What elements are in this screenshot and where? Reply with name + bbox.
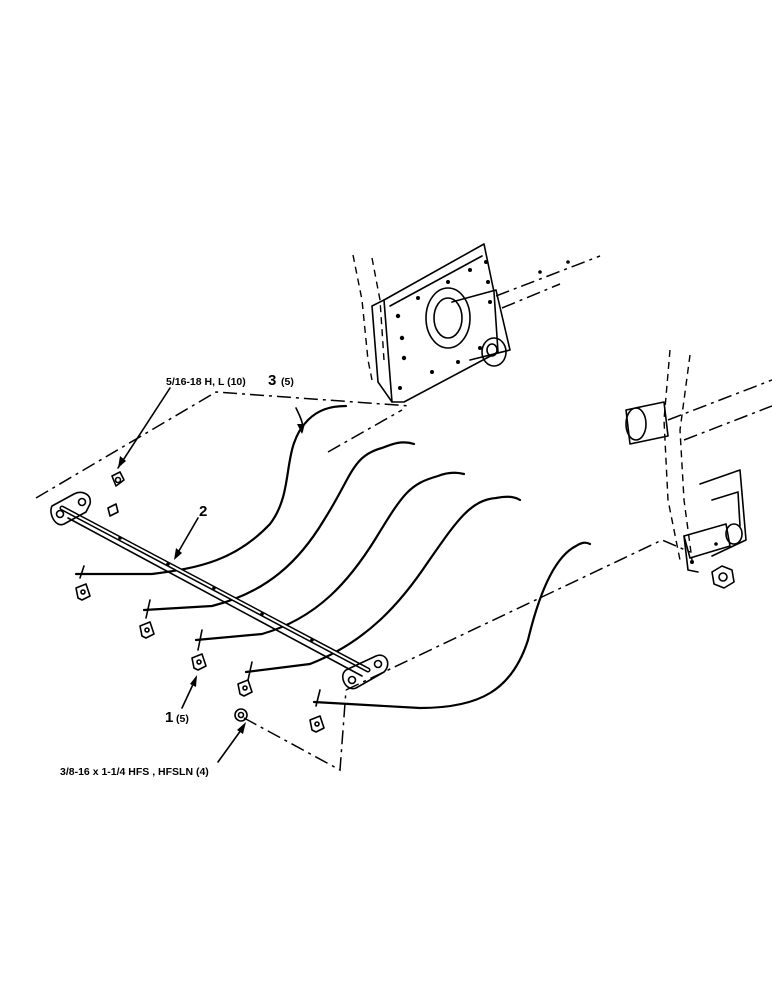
label-bolt-top: 5/16-18 H, L (10)	[166, 376, 246, 388]
tine-1	[74, 404, 348, 576]
clip-4	[237, 679, 253, 697]
tine-3	[194, 471, 466, 642]
label-part-1-qty: (5)	[176, 713, 189, 725]
right-frame-assembly	[625, 349, 772, 573]
bottom-bolt	[234, 708, 248, 722]
clips	[75, 583, 325, 733]
label-bolt-bottom: 3/8-16 x 1-1/4 HFS , HFSLN (4)	[60, 766, 209, 778]
label-part-1-number: 1	[165, 709, 173, 726]
tine-2	[142, 441, 416, 612]
upper-frame-assembly	[352, 243, 601, 403]
tine-4	[244, 495, 522, 674]
tines	[74, 404, 592, 710]
clip-5	[309, 715, 325, 733]
tine-bar	[50, 471, 389, 690]
clip-1	[75, 583, 91, 601]
label-part-3-qty: (5)	[281, 376, 294, 388]
label-part-3-number: 3	[268, 372, 276, 389]
clip-2	[139, 621, 155, 639]
leader-arrows	[117, 387, 305, 763]
right-locknut	[711, 565, 735, 589]
label-part-2-number: 2	[199, 503, 207, 520]
tine-5	[312, 541, 592, 710]
phantom-lines	[35, 391, 691, 772]
clip-3	[191, 653, 207, 671]
